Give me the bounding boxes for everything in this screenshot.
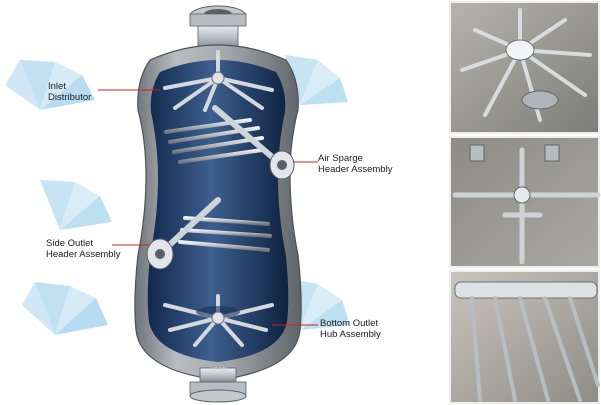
photo-panel-top <box>449 1 600 134</box>
inlet-distributor <box>163 50 274 112</box>
photo-panel-middle <box>449 136 601 268</box>
label-inlet-line1: Inlet <box>48 81 66 92</box>
label-air-sparge-line2: Header Assembly <box>318 164 393 175</box>
label-inlet-distributor: Inlet Distributor <box>48 81 91 103</box>
label-inlet-line2: Distributor <box>48 92 92 103</box>
label-side-outlet-line2: Header Assembly <box>46 249 121 260</box>
vessel-interior <box>147 60 289 362</box>
label-side-outlet-header: Side Outlet Header Assembly <box>46 238 120 260</box>
label-air-sparge-header: Air Sparge Header Assembly <box>318 153 392 175</box>
bottom-nozzle <box>189 367 247 403</box>
photo-panel-bottom <box>449 270 600 404</box>
label-bottom-outlet-hub: Bottom Outlet Hub Assembly <box>320 318 381 340</box>
air-sparge-laterals <box>164 118 264 164</box>
air-sparge-header <box>212 105 295 180</box>
side-outlet-header <box>146 197 221 270</box>
decorative-fan-top-right <box>285 55 348 105</box>
label-side-outlet-line1: Side Outlet <box>46 238 93 249</box>
vessel-mark: ©FSPI <box>210 367 228 374</box>
leader-lines <box>98 89 318 326</box>
decorative-fan-bottom-left <box>22 282 108 335</box>
label-air-sparge-line1: Air Sparge <box>318 153 363 164</box>
decorative-fan-top-left <box>5 60 95 110</box>
decorative-fan-mid-left <box>40 180 112 230</box>
label-bottom-outlet-line2: Hub Assembly <box>320 329 381 340</box>
label-bottom-outlet-line1: Bottom Outlet <box>320 318 379 329</box>
